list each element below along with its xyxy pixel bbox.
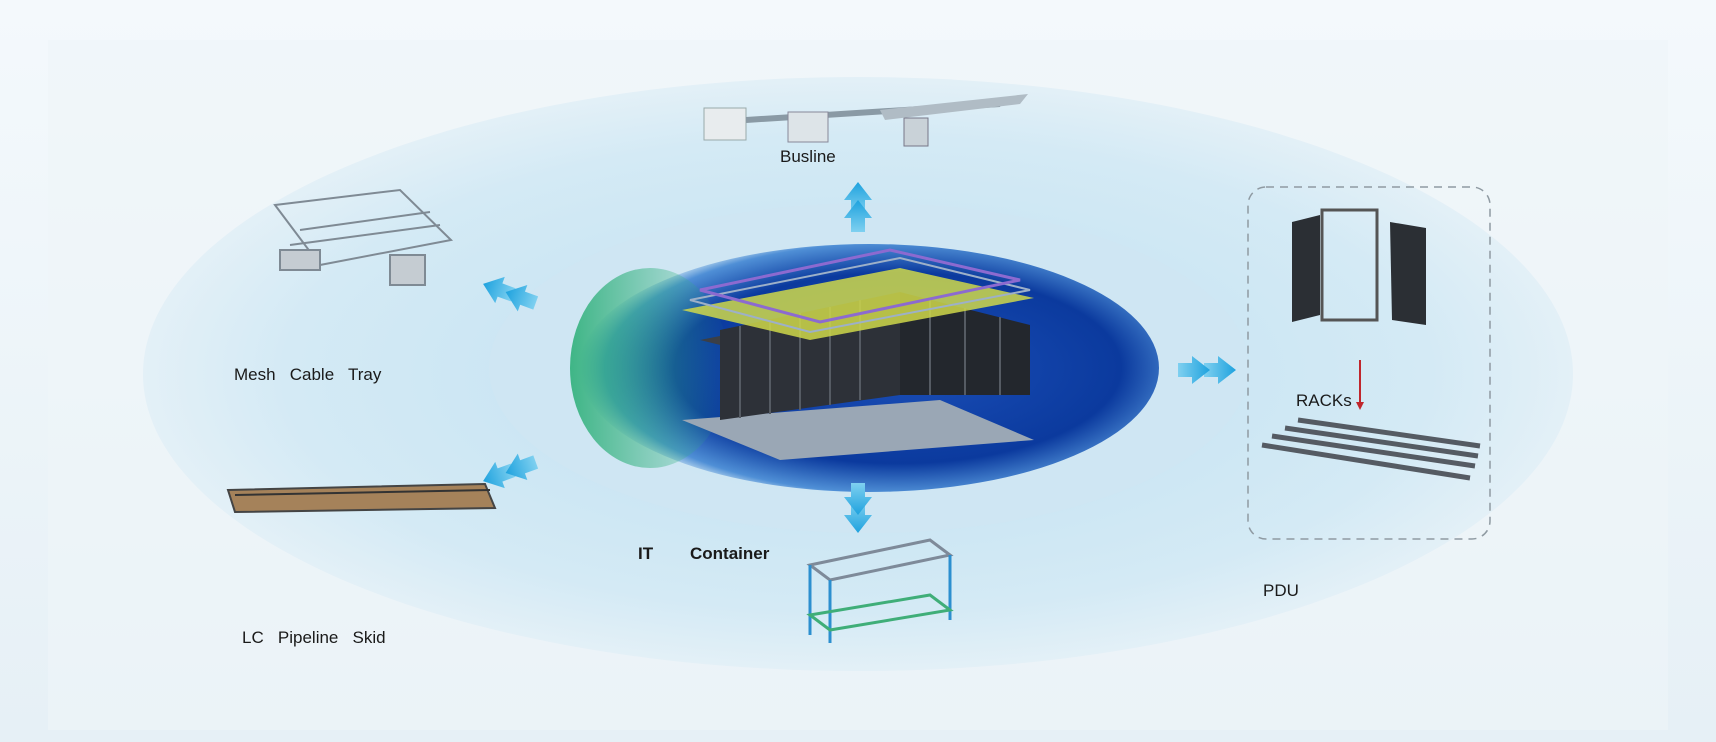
red-arrowhead-icon — [1356, 402, 1364, 410]
mesh-cable-tray-image — [273, 188, 454, 286]
label-lc-pipeline-skid: LC Pipeline Skid — [242, 628, 386, 647]
it-container-datacenter-image — [682, 248, 1034, 460]
label-container: Container — [690, 544, 770, 563]
label-racks: RACKs — [1296, 391, 1352, 410]
pipe-frame-image — [806, 538, 954, 643]
busline-image — [703, 94, 1028, 147]
pdu-strips-image — [1261, 417, 1481, 481]
pdu-group-box — [1247, 186, 1491, 540]
label-busline: Busline — [780, 147, 836, 166]
lc-pipeline-skid-image — [226, 482, 497, 514]
core-green-glow — [570, 268, 730, 468]
rack-cabinet-image — [1292, 208, 1426, 325]
label-pdu: PDU — [1263, 581, 1299, 600]
label-it: IT — [638, 544, 654, 563]
label-mesh-cable-tray: Mesh Cable Tray — [234, 365, 382, 384]
